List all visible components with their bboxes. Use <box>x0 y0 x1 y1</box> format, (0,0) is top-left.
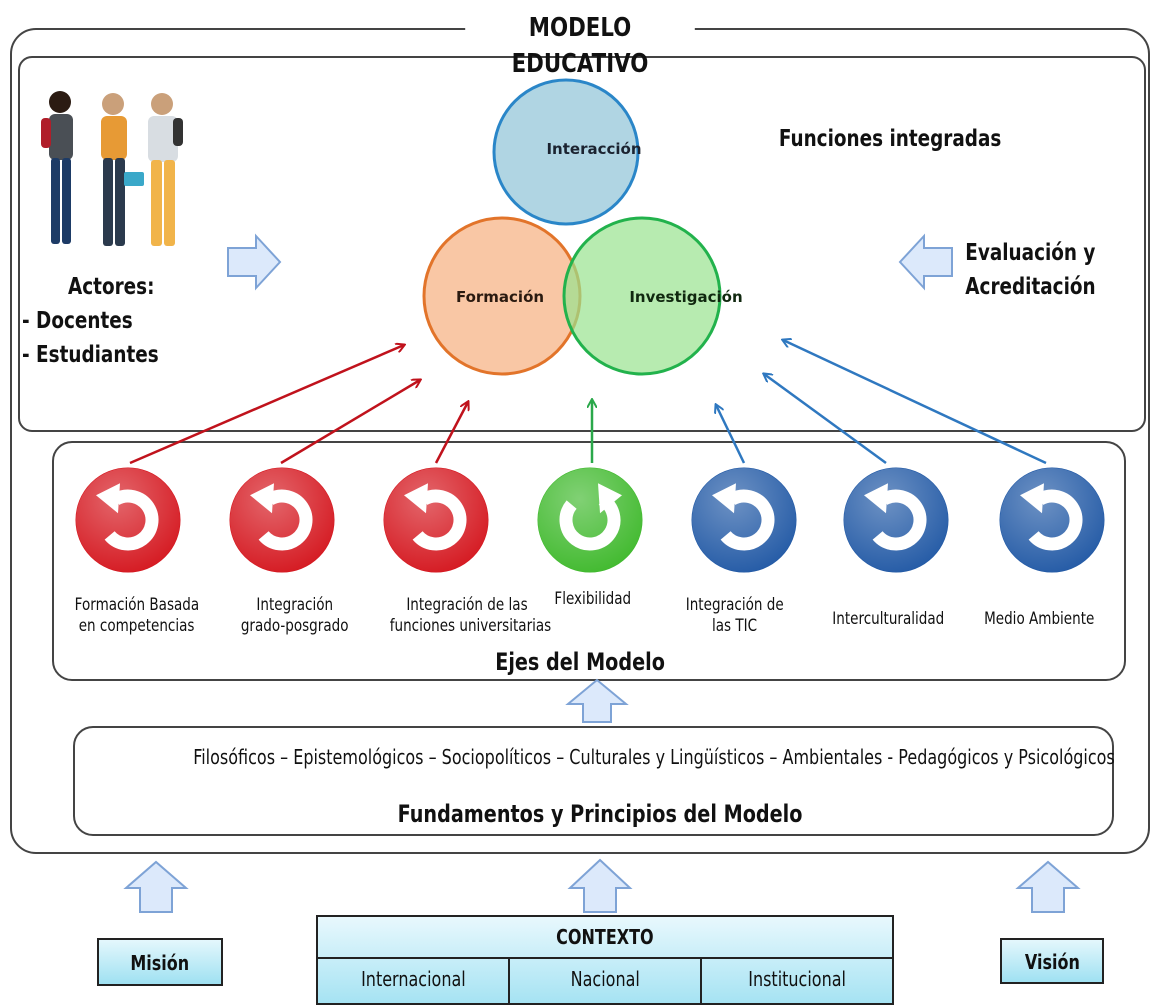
investigacion-circle <box>562 216 722 376</box>
actores-arrow-icon <box>227 233 282 291</box>
functions-venn: Interacción Formación Investigación <box>422 78 743 376</box>
ejes-title: Ejes del Modelo <box>495 648 665 676</box>
contexto-row: Internacional Nacional Institucional <box>318 959 892 1005</box>
refresh-icon <box>840 464 952 576</box>
diagram-title: MODELO EDUCATIVO <box>465 10 695 79</box>
actor-docentes: - Docentes <box>22 308 133 334</box>
arrow-grado-posgrado <box>280 380 420 465</box>
interaccion-label: Interacción <box>546 140 641 158</box>
arrow-medio-ambiente <box>783 340 1047 465</box>
ejes-panel <box>52 441 1126 681</box>
connector-arrows <box>129 340 1047 465</box>
evaluacion-block: Evaluación y Acreditación <box>930 236 1130 304</box>
contexto-up-arrow-icon <box>567 858 633 913</box>
vision-label: Visión <box>1024 950 1080 974</box>
contexto-table: CONTEXTO Internacional Nacional Instituc… <box>316 915 894 1005</box>
refresh-icon <box>996 464 1108 576</box>
actores-title: Actores: <box>67 274 155 300</box>
functions-panel <box>18 56 1146 432</box>
mision-up-arrow-icon <box>123 860 189 913</box>
investigacion-label: Investigación <box>629 288 742 306</box>
eje-label-flexibilidad: Flexibilidad <box>554 589 632 608</box>
fundamentos-up-arrow-icon <box>565 678 629 723</box>
contexto-title: CONTEXTO <box>318 917 892 959</box>
eje-label-medio-ambiente: Medio Ambiente <box>983 609 1095 628</box>
refresh-icon <box>380 464 492 576</box>
fundamentos-items: Filosóficos – Epistemológicos – Sociopol… <box>193 745 1115 769</box>
arrow-interculturalidad <box>764 374 887 465</box>
actores-block: Actores: - Docentes - Estudiantes <box>22 270 242 372</box>
refresh-icon <box>534 464 646 576</box>
contexto-cell-institucional: Institucional <box>748 967 846 991</box>
eje-label-interculturalidad: Interculturalidad <box>832 609 944 628</box>
refresh-icon <box>226 464 338 576</box>
refresh-icon <box>72 464 184 576</box>
eje-icons <box>72 464 1108 576</box>
block-arrows <box>123 233 1081 913</box>
evaluacion-line1: Evaluación y <box>964 240 1096 266</box>
funciones-heading: Funciones integradas <box>778 126 1002 152</box>
mision-box: Misión <box>97 938 223 986</box>
arrow-funciones-universitarias <box>434 402 468 464</box>
contexto-cell-nacional: Nacional <box>510 959 702 1005</box>
vision-up-arrow-icon <box>1015 860 1081 913</box>
evaluacion-arrow-icon <box>898 233 953 291</box>
formacion-label: Formación <box>456 288 544 306</box>
vision-box: Visión <box>1000 938 1104 984</box>
mision-label: Misión <box>130 951 190 975</box>
actor-estudiantes: - Estudiantes <box>22 342 159 368</box>
arrow-tic <box>716 405 746 464</box>
fundamentos-title: Fundamentos y Principios del Modelo <box>397 800 803 828</box>
interaccion-circle <box>492 78 640 226</box>
evaluacion-line2: Acreditación <box>964 274 1096 300</box>
students-illustration <box>41 91 183 246</box>
contexto-cell-internacional: Internacional <box>318 959 510 1005</box>
arrow-formacion-competencias <box>129 345 404 465</box>
refresh-icon <box>688 464 800 576</box>
fundamentos-panel <box>73 726 1114 836</box>
